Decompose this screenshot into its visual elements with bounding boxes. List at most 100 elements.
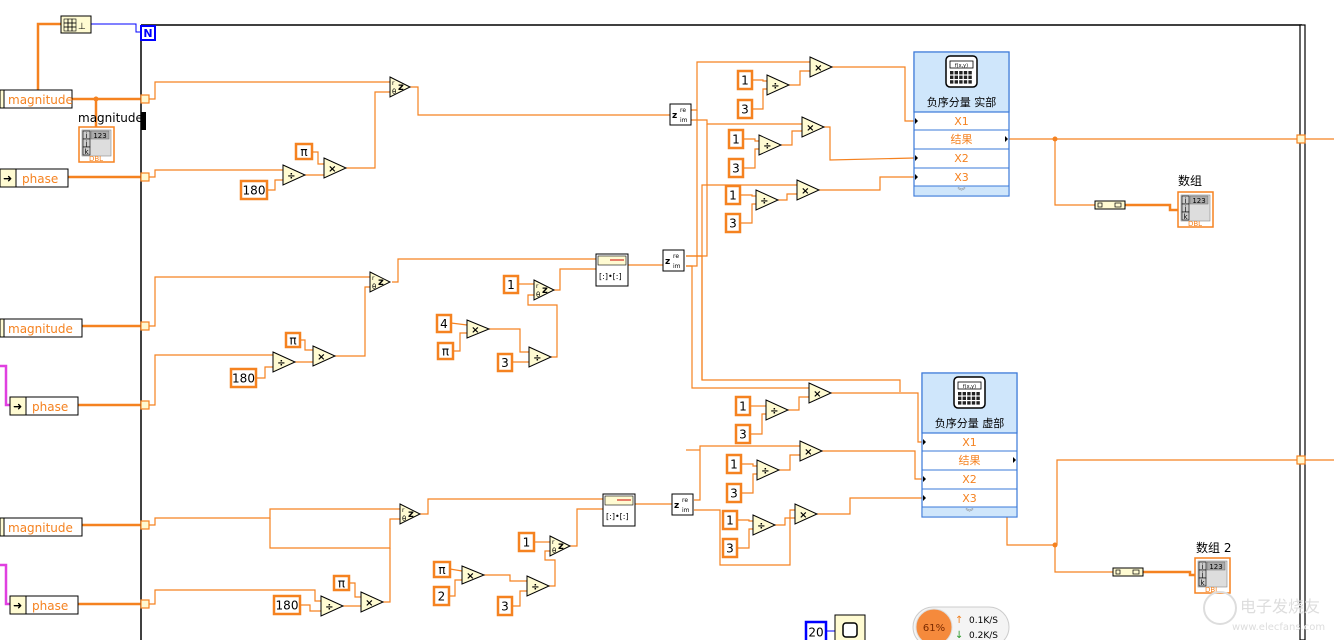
wire[interactable] — [779, 454, 800, 471]
wire[interactable] — [832, 66, 914, 122]
divide-node[interactable]: ÷ — [528, 346, 553, 368]
to-dynamic-data-node[interactable] — [1094, 200, 1126, 210]
wire[interactable] — [484, 574, 527, 582]
pi-constant[interactable]: π — [284, 331, 302, 349]
multiply-node[interactable]: × — [323, 157, 348, 179]
wire[interactable] — [527, 294, 558, 358]
wire[interactable] — [737, 519, 753, 522]
wire[interactable] — [686, 255, 901, 392]
wire[interactable] — [701, 184, 797, 380]
tunnel[interactable] — [1296, 455, 1306, 465]
expand-handle[interactable] — [921, 506, 1018, 518]
control-phase-6[interactable]: ➜phase — [9, 595, 79, 615]
wire[interactable] — [312, 151, 324, 165]
wire[interactable] — [1006, 516, 1055, 546]
wire[interactable] — [743, 138, 759, 142]
wire[interactable] — [149, 508, 400, 526]
wire[interactable] — [1143, 570, 1195, 577]
tunnel[interactable] — [140, 321, 150, 331]
wire[interactable] — [694, 445, 800, 501]
wire[interactable] — [686, 265, 809, 389]
pi-constant[interactable]: π — [436, 341, 455, 361]
wire[interactable] — [544, 550, 556, 587]
terminal-X2[interactable]: X2 — [915, 152, 969, 165]
multiply-node[interactable]: × — [794, 503, 819, 525]
numeric-constant[interactable]: 3 — [496, 595, 514, 617]
numeric-constant[interactable]: 180 — [229, 367, 258, 389]
tunnel[interactable] — [140, 172, 150, 182]
numeric-constant[interactable]: 4 — [435, 313, 453, 334]
control-magnitude-3[interactable]: magnitude — [0, 318, 83, 338]
terminal-结果[interactable]: 结果 — [951, 133, 1009, 146]
divide-node[interactable]: ÷ — [755, 189, 780, 211]
wire[interactable] — [267, 179, 283, 191]
divide-node[interactable]: ÷ — [282, 164, 307, 186]
numeric-constant[interactable]: 180 — [272, 594, 302, 616]
control-phase-2[interactable]: ➜phase — [0, 168, 69, 188]
multiply-node[interactable]: × — [360, 591, 385, 613]
wire[interactable] — [346, 91, 390, 169]
numeric-constant[interactable]: 3 — [724, 212, 742, 234]
wire[interactable] — [383, 548, 391, 603]
numeric-constant[interactable]: 3 — [496, 352, 514, 373]
wire[interactable] — [741, 463, 757, 467]
wire[interactable] — [300, 604, 321, 612]
wire[interactable] — [91, 23, 141, 33]
numeric-constant[interactable]: 3 — [721, 537, 739, 559]
numeric-constant[interactable]: 1 — [725, 453, 743, 475]
wire[interactable] — [778, 193, 797, 201]
wire[interactable] — [554, 268, 597, 291]
wire[interactable] — [741, 473, 757, 494]
wire[interactable] — [824, 126, 915, 161]
numeric-constant[interactable]: 3 — [734, 423, 752, 445]
numeric-constant[interactable]: 1 — [734, 395, 752, 417]
divide-node[interactable]: ÷ — [752, 514, 777, 536]
wire[interactable] — [149, 354, 273, 406]
tunnel[interactable] — [140, 599, 150, 609]
divide-node[interactable]: ÷ — [756, 459, 781, 481]
tunnel[interactable] — [140, 520, 150, 530]
build-array-node[interactable]: [:]•[:] — [602, 493, 636, 527]
wire[interactable] — [269, 518, 400, 549]
wire[interactable] — [335, 286, 370, 357]
wire[interactable] — [149, 589, 321, 605]
wire[interactable] — [789, 70, 810, 86]
wire[interactable] — [1054, 545, 1113, 573]
for-loop-right-border[interactable] — [1299, 24, 1306, 640]
wire[interactable] — [686, 110, 698, 267]
numeric-constant[interactable]: 1 — [721, 509, 739, 531]
wire[interactable] — [740, 203, 756, 224]
wire[interactable] — [453, 332, 467, 352]
control-magnitude-5[interactable]: magnitude — [0, 517, 83, 537]
wait-ms-constant[interactable]: 20 — [804, 620, 828, 640]
wire[interactable] — [1125, 203, 1178, 212]
wire[interactable] — [831, 392, 922, 443]
wire[interactable] — [450, 322, 468, 326]
wire[interactable] — [752, 88, 767, 110]
wire[interactable] — [489, 328, 529, 353]
wire[interactable] — [0, 364, 10, 407]
terminal-X3[interactable]: X3 — [915, 171, 969, 184]
wire[interactable] — [819, 176, 914, 191]
wire[interactable] — [694, 509, 795, 566]
terminal-X3[interactable]: X3 — [923, 492, 977, 505]
divide-node[interactable]: ÷ — [272, 351, 297, 373]
multiply-node[interactable]: × — [799, 440, 824, 462]
pi-constant[interactable]: π — [332, 574, 351, 592]
wire[interactable] — [512, 590, 527, 607]
wait-ms-node[interactable] — [834, 614, 866, 640]
wire[interactable] — [449, 568, 463, 572]
expand-handle[interactable] — [913, 185, 1010, 197]
numeric-constant[interactable]: 1 — [502, 274, 520, 295]
divide-node[interactable]: ÷ — [526, 575, 551, 597]
wire[interactable] — [570, 508, 603, 547]
pi-constant[interactable]: π — [432, 560, 452, 579]
multiply-node[interactable]: × — [809, 56, 834, 78]
multiply-node[interactable]: × — [796, 179, 821, 201]
